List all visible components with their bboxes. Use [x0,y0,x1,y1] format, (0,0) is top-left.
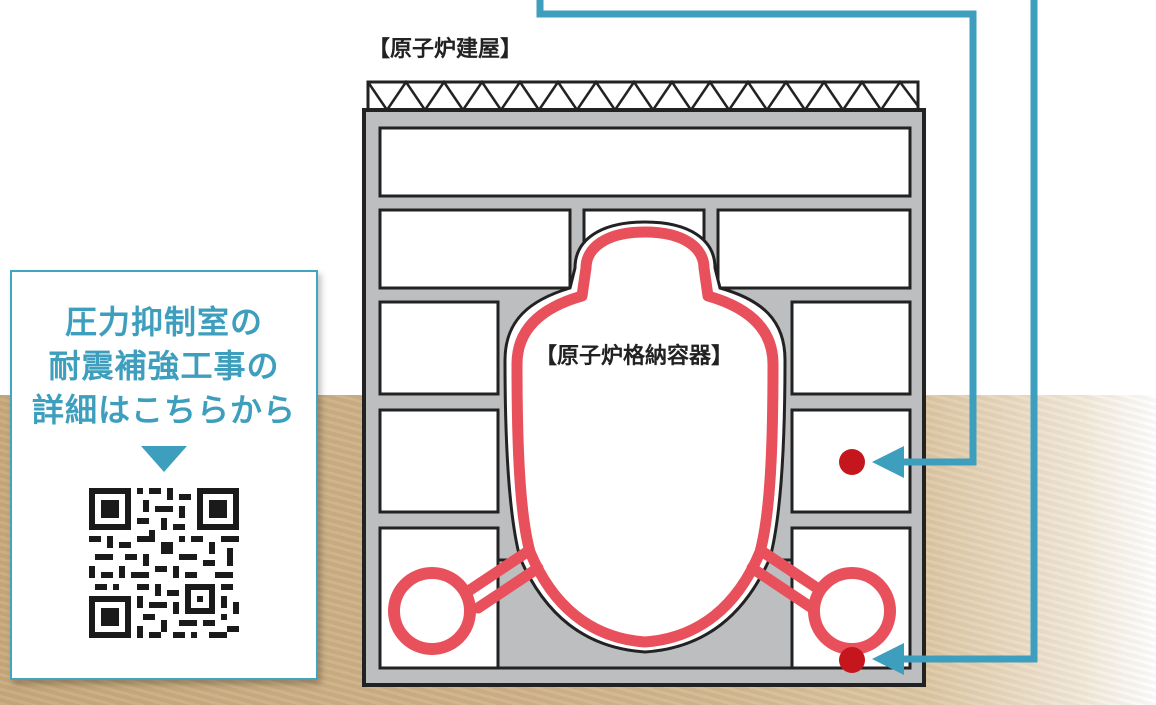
marker-dot-lower [839,647,865,673]
arrow-left-icon [872,643,904,675]
qr-heading-line: 耐震補強工事の [48,347,280,385]
roof-truss [366,79,920,113]
upper-pipe-line [536,0,977,466]
pipe-arrows [536,0,1038,675]
qr-heading-line: 圧力抑制室の [64,303,263,341]
qr-card-heading: 圧力抑制室の 耐震補強工事の 詳細はこちらから [12,300,316,432]
arrow-left-icon [872,446,904,478]
qr-code-icon[interactable] [89,488,239,638]
marker-dot-upper [839,449,865,475]
containment-vessel [388,220,896,655]
qr-info-card[interactable]: 圧力抑制室の 耐震補強工事の 詳細はこちらから [10,270,318,680]
lower-pipe-line [900,0,1038,663]
containment-vessel-label: 【原子炉格納容器】 [535,343,733,369]
reactor-building-label: 【原子炉建屋】 [368,37,522,62]
down-triangle-icon [141,446,187,472]
qr-heading-line: 詳細はこちらから [31,391,296,429]
